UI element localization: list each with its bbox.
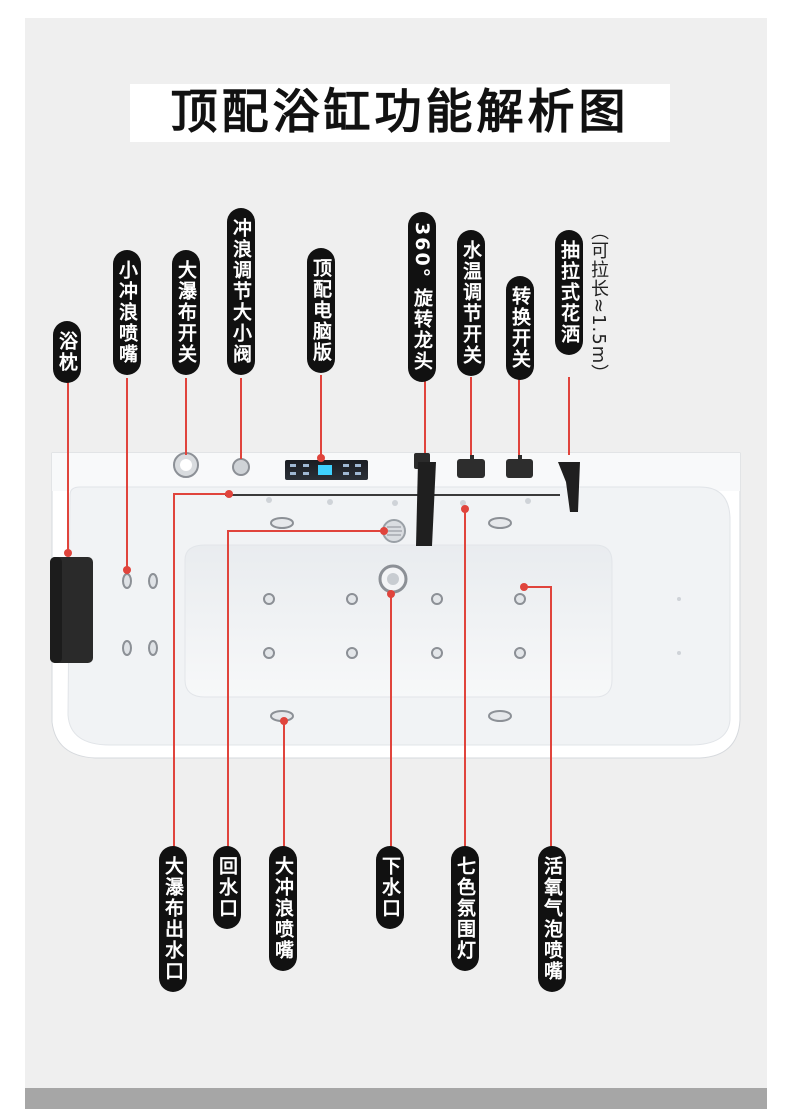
label-faucet: 360° 旋转龙头 [408,212,436,382]
title-banner: 顶配浴缸功能解析图 [130,84,670,142]
page-title: 顶配浴缸功能解析图 [170,85,630,140]
faucet-spout [416,462,436,546]
temp-switch-knob [457,459,485,478]
small-jet-nozzles [122,573,158,656]
bathtub-floor [184,544,613,698]
label-return-port: 回水口 [213,846,241,929]
bottom-divider [25,1088,767,1109]
diverter-switch-knob [506,459,533,478]
ambient-light-dots [266,497,681,655]
label-waterfall-outlet: 大瀑布出水口 [159,846,187,992]
label-control-panel: 顶配电脑版 [307,248,335,373]
label-ambient-light: 七色氛围灯 [451,846,479,971]
label-diverter-switch: 转换开关 [506,276,534,380]
label-drain: 下水口 [376,846,404,929]
label-small-jet: 小冲浪喷嘴 [113,250,141,375]
label-shower-note: （可拉长≈1.5m） [588,222,609,384]
shower-head [558,462,580,512]
label-waterfall-switch: 大瀑布开关 [172,250,200,375]
label-surf-valve: 冲浪调节大小阀 [227,208,255,375]
large-jet-nozzles [270,517,512,722]
label-air-bubble-jet: 活氧气泡喷嘴 [538,846,566,992]
bathtub-deck [52,453,740,491]
surf-valve-knob [232,458,250,476]
air-bubble-jets [263,593,526,659]
label-shower: 抽拉式花洒 [555,230,583,355]
label-temp-switch: 水温调节开关 [457,230,485,376]
label-large-jet: 大冲浪喷嘴 [269,846,297,971]
label-pillow: 浴枕 [53,321,81,383]
leader-lines [67,375,570,850]
